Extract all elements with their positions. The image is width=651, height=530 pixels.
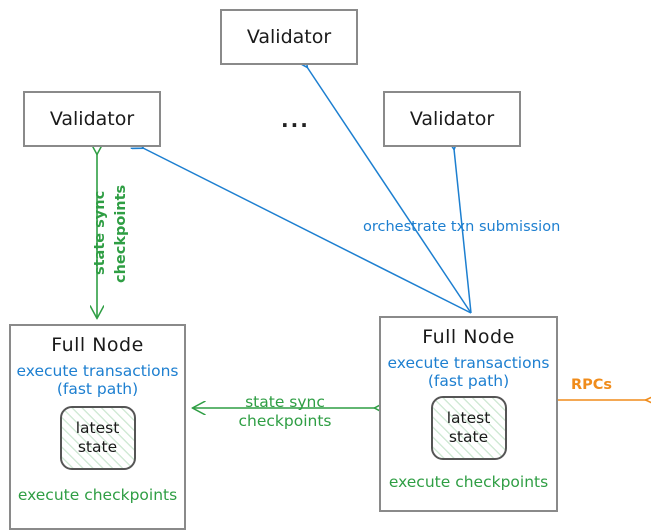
full-node-right[interactable]: Full Node execute transactions (fast pat… xyxy=(379,316,558,512)
state-sync-vertical-label-line2: checkpoints xyxy=(113,184,129,283)
state-sync-horizontal-label-line1: state sync xyxy=(245,393,325,411)
full-node-left-fast-path: execute transactions (fast path) xyxy=(16,362,178,398)
full-node-left-latest-state-line2: state xyxy=(77,438,118,456)
ellipsis-more-validators: ... xyxy=(281,108,310,132)
validator-right-label: Validator xyxy=(409,108,495,130)
full-node-right-fast-path-line2: (fast path) xyxy=(427,372,510,390)
state-sync-vertical-label-line1: state sync xyxy=(92,190,108,275)
full-node-left-latest-state-line1: latest xyxy=(75,419,120,437)
full-node-right-execute-checkpoints: execute checkpoints xyxy=(388,473,549,491)
validator-left[interactable]: Validator xyxy=(23,91,161,147)
full-node-right-fast-path-line1: execute transactions xyxy=(387,354,550,372)
validator-right[interactable]: Validator xyxy=(383,91,521,147)
full-node-right-latest-state-line1: latest xyxy=(446,409,491,427)
full-node-left-latest-state: latest state xyxy=(59,406,136,470)
full-node-left-title: Full Node xyxy=(51,334,144,356)
full-node-right-title: Full Node xyxy=(422,326,515,348)
full-node-left-fast-path-line1: execute transactions xyxy=(16,362,179,380)
full-node-left-fast-path-line2: (fast path) xyxy=(56,380,139,398)
full-node-right-latest-state-line2: state xyxy=(448,428,489,446)
full-node-left[interactable]: Full Node execute transactions (fast pat… xyxy=(9,324,186,530)
rpcs-label: RPCs xyxy=(571,377,613,393)
validator-top[interactable]: Validator xyxy=(220,9,358,65)
full-node-right-fast-path: execute transactions (fast path) xyxy=(387,354,549,390)
orchestrate-txn-submission-label: orchestrate txn submission xyxy=(363,219,561,235)
state-sync-horizontal-label-line2: checkpoints xyxy=(238,412,332,430)
validator-top-label: Validator xyxy=(246,26,332,48)
full-node-left-execute-checkpoints: execute checkpoints xyxy=(17,486,178,504)
validator-left-label: Validator xyxy=(49,108,135,130)
full-node-right-latest-state: latest state xyxy=(430,396,507,460)
